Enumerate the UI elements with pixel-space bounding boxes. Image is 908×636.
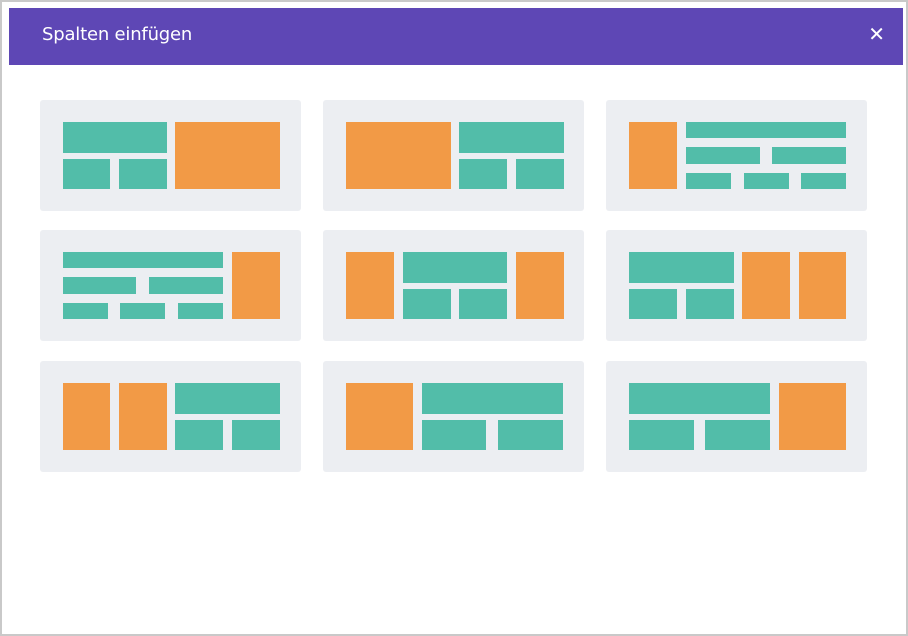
layout-wide-column-left-rows-right-button[interactable] — [323, 361, 584, 472]
module-block — [63, 303, 108, 319]
module-block — [63, 159, 110, 189]
module-block — [403, 252, 507, 283]
layout-rows-left-wide-column-right-button[interactable] — [606, 361, 867, 472]
column-block — [346, 383, 413, 450]
column-block — [346, 122, 451, 189]
module-block — [705, 420, 770, 450]
module-block — [744, 173, 789, 189]
layout-rows-left-column-right-button[interactable] — [40, 100, 301, 211]
module-block — [686, 173, 731, 189]
module-block — [422, 383, 563, 414]
column-block — [799, 252, 846, 319]
layout-column-rows-column-button[interactable] — [323, 230, 584, 341]
module-block — [63, 277, 136, 294]
module-block — [686, 122, 846, 138]
module-block — [149, 277, 223, 294]
module-block — [232, 420, 280, 450]
column-block — [63, 383, 110, 450]
module-block — [119, 159, 167, 189]
column-block — [516, 252, 564, 319]
module-block — [516, 159, 564, 189]
column-block — [346, 252, 394, 319]
module-block — [403, 289, 451, 319]
close-icon[interactable]: ✕ — [868, 22, 885, 46]
module-block — [686, 289, 734, 319]
dialog-header: Spalten einfügen ✕ — [9, 8, 903, 65]
module-block — [120, 303, 165, 319]
layout-two-columns-left-rows-right-button[interactable] — [40, 361, 301, 472]
module-block — [629, 420, 694, 450]
module-block — [422, 420, 486, 450]
column-block — [742, 252, 790, 319]
module-block — [175, 420, 223, 450]
column-block — [119, 383, 167, 450]
layout-three-rows-left-column-right-button[interactable] — [40, 230, 301, 341]
module-block — [629, 252, 734, 283]
module-block — [801, 173, 846, 189]
module-block — [629, 383, 770, 414]
layout-rows-left-two-columns-right-button[interactable] — [606, 230, 867, 341]
column-block — [779, 383, 846, 450]
column-block — [232, 252, 280, 319]
module-block — [498, 420, 563, 450]
module-block — [686, 147, 760, 164]
dialog-title: Spalten einfügen — [42, 24, 193, 45]
module-block — [175, 383, 280, 414]
module-block — [178, 303, 223, 319]
module-block — [63, 252, 223, 268]
module-block — [772, 147, 846, 164]
module-block — [459, 289, 507, 319]
module-block — [629, 289, 677, 319]
module-block — [459, 122, 564, 153]
column-block — [175, 122, 280, 189]
layout-column-left-rows-right-button[interactable] — [323, 100, 584, 211]
module-block — [459, 159, 507, 189]
layout-column-left-three-rows-right-button[interactable] — [606, 100, 867, 211]
module-block — [63, 122, 167, 153]
column-block — [629, 122, 677, 189]
